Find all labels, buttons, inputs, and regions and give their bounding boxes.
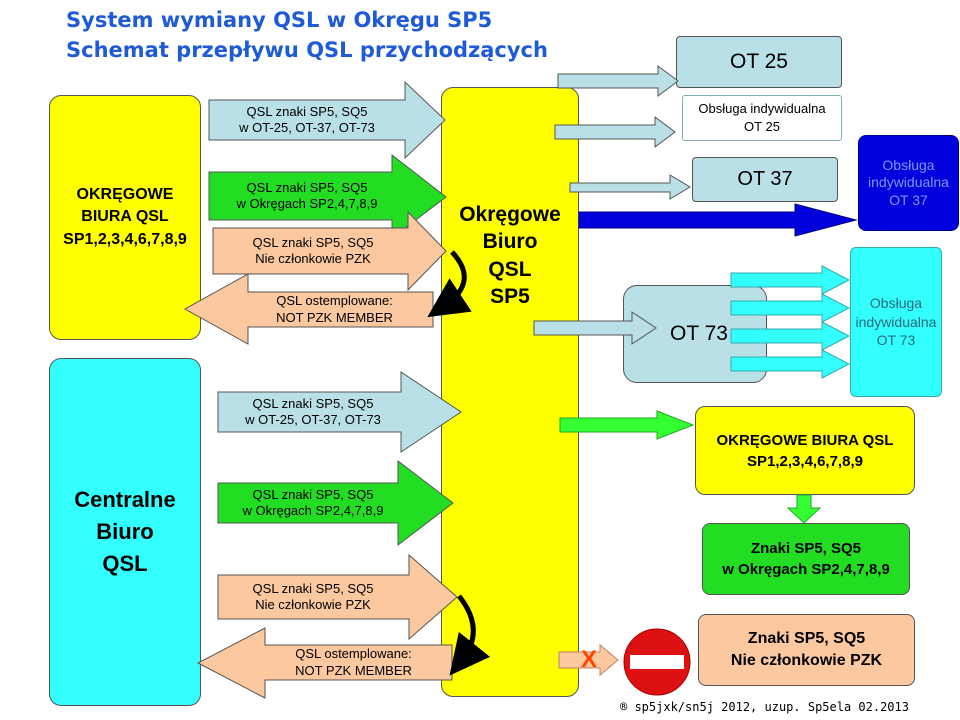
district-arrow-bottom-line-2: w Okręgach SP2,4,7,8,9 [242, 503, 384, 518]
ot25-box: OT 25 [676, 36, 842, 88]
central-bureau-line-1: Centralne [74, 487, 176, 513]
ot-arrow-bottom-shape [217, 371, 462, 453]
stamped-arrow-bottom-line-1: QSL ostemplowane: [295, 646, 412, 662]
nonmember-arrow-bottom-line-1: QSL znaki SP5, SQ5 [252, 580, 374, 596]
nonmembers-target-line-2: Nie członkowie PZK [730, 652, 883, 669]
footer-credit: ® sp5jxk/sn5j 2012, uzup. Sp5ela 02.2013 [620, 699, 909, 714]
ot25-label: OT 25 [730, 50, 788, 73]
arrow-to-ot37 [569, 174, 691, 200]
ot-arrow-bottom-label: QSL znaki SP5, SQ5 w OT-25, OT-37, OT-73 [218, 392, 408, 432]
nonmembers-target-line-1: Znaki SP5, SQ5 [747, 629, 866, 647]
sp5-bureau-line-4: SP5 [490, 284, 530, 308]
ot73-fanout-arrow-3 [730, 321, 851, 351]
sp5-bureau-line-3: QSL [488, 257, 532, 281]
title-line-1: System wymiany QSL w Okręgu SP5 [66, 8, 493, 32]
arrow-to-ot73 [533, 311, 657, 345]
ot37-individual-line-3: OT 37 [889, 191, 928, 208]
ot37-label: OT 37 [737, 168, 793, 190]
arrow-down-to-district-calls [786, 494, 822, 524]
ot37-individual-line-2: indywidualna [868, 174, 949, 191]
arrow-to-district-bureaus [559, 410, 695, 440]
ot25-individual-line-1: Obsługa indywidualna [698, 101, 826, 117]
stamped-arrow-top-shape [183, 273, 434, 345]
district-arrow-bottom-label: QSL znaki SP5, SQ5 w Okręgach SP2,4,7,8,… [218, 483, 408, 523]
central-bureau-box: Centralne Biuro QSL [49, 358, 201, 706]
nonmember-arrow-top-label: QSL znaki SP5, SQ5 Nie członkowie PZK [213, 228, 413, 274]
left-district-bureaus-box: OKRĘGOWE BIURA QSL SP1,2,3,4,6,7,8,9 [49, 95, 201, 340]
stamped-arrow-top-label: QSL ostemplowane: NOT PZK MEMBER [236, 292, 433, 327]
arrow-to-ot25 [557, 65, 679, 97]
district-calls-target-line-1: Znaki SP5, SQ5 [750, 540, 862, 557]
stamped-arrow-bottom-shape [196, 627, 453, 699]
ot25-individual-line-2: OT 25 [744, 119, 780, 134]
stamped-arrow-bottom-label: QSL ostemplowane: NOT PZK MEMBER [255, 645, 452, 680]
district-calls-target-box: Znaki SP5, SQ5 w Okręgach SP2,4,7,8,9 [702, 523, 910, 595]
district-calls-target-line-2: w Okręgach SP2,4,7,8,9 [722, 561, 890, 578]
ot73-fanout-arrow-4 [730, 349, 851, 379]
nonmembers-target-box: Znaki SP5, SQ5 Nie członkowie PZK [698, 614, 915, 686]
nonmember-arrow-top-line-2: Nie członkowie PZK [255, 251, 371, 266]
ot73-individual-box: Obsługa indywidualna OT 73 [850, 247, 942, 397]
ot37-individual-line-1: Obsługa [882, 156, 935, 173]
district-arrow-top-line-1: QSL znaki SP5, SQ5 [246, 179, 368, 195]
nonmember-arrow-top-line-1: QSL znaki SP5, SQ5 [252, 234, 374, 250]
stamped-arrow-top-line-2: NOT PZK MEMBER [276, 309, 393, 325]
district-arrow-top-label: QSL znaki SP5, SQ5 w Okręgach SP2,4,7,8,… [209, 172, 405, 220]
ot73-fanout-arrow-2 [730, 293, 851, 323]
stamped-arrow-top-line-1: QSL ostemplowane: [276, 293, 393, 309]
stamped-arrow-bottom-line-2: NOT PZK MEMBER [295, 662, 412, 678]
nonmember-arrow-bottom-shape [217, 553, 458, 641]
left-district-bureaus-line-1: OKRĘGOWE [76, 185, 174, 203]
left-district-bureaus-line-2: BIURA QSL [81, 208, 169, 226]
ot25-individual-box: Obsługa indywidualna OT 25 [682, 95, 842, 141]
blocked-x-mark: X [580, 646, 597, 673]
ot73-individual-line-1: Obsługa [869, 294, 923, 311]
ot-arrow-top-line-2: w OT-25, OT-37, OT-73 [239, 120, 375, 135]
ot-arrow-bottom-line-2: w OT-25, OT-37, OT-73 [245, 412, 381, 427]
title-line-2: Schemat przepływu QSL przychodzących [66, 38, 548, 62]
arrow-to-ot25-individual [554, 116, 676, 148]
ot-arrow-top-shape [208, 80, 446, 160]
ot-arrow-top-label: QSL znaki SP5, SQ5 w OT-25, OT-37, OT-73 [209, 100, 405, 140]
sp5-bureau-line-2: Biuro [482, 230, 538, 254]
district-bureaus-target-box: OKRĘGOWE BIURA QSL SP1,2,3,4,6,7,8,9 [695, 406, 915, 495]
no-entry-icon [623, 628, 691, 696]
arrow-to-ot37-individual [578, 203, 858, 237]
ot-arrow-top-line-1: QSL znaki SP5, SQ5 [246, 103, 368, 119]
sp5-bureau-line-1: Okręgowe [459, 203, 561, 226]
ot73-individual-line-2: indywidualna [855, 313, 937, 330]
district-bureaus-target-line-1: OKRĘGOWE BIURA QSL [716, 431, 894, 449]
nonmember-arrow-bottom-label: QSL znaki SP5, SQ5 Nie członkowie PZK [218, 575, 408, 619]
ot-arrow-bottom-line-1: QSL znaki SP5, SQ5 [252, 395, 374, 411]
district-bureaus-target-line-2: SP1,2,3,4,6,7,8,9 [747, 452, 863, 470]
ot37-box: OT 37 [692, 157, 838, 202]
central-bureau-line-3: QSL [102, 550, 148, 576]
district-arrow-top-shape [208, 153, 447, 240]
central-bureau-line-2: Biuro [96, 519, 154, 545]
ot73-fanout-arrow-1 [730, 265, 851, 295]
curved-arrow-bottom [449, 594, 491, 676]
ot73-label: OT 73 [670, 322, 728, 345]
district-arrow-top-line-2: w Okręgach SP2,4,7,8,9 [236, 196, 378, 211]
nonmember-arrow-top-shape [212, 210, 447, 292]
district-arrow-bottom-shape [217, 459, 454, 547]
nonmember-arrow-bottom-line-2: Nie członkowie PZK [255, 597, 371, 612]
district-arrow-bottom-line-1: QSL znaki SP5, SQ5 [252, 486, 374, 502]
left-district-bureaus-line-3: SP1,2,3,4,6,7,8,9 [63, 230, 187, 248]
sp5-district-bureau-box: Okręgowe Biuro QSL SP5 [441, 87, 579, 697]
ot73-individual-line-3: OT 73 [876, 332, 916, 349]
curved-arrow-top [427, 250, 472, 318]
ot37-individual-box: Obsługa indywidualna OT 37 [858, 135, 959, 231]
arrow-to-no-entry [558, 643, 619, 677]
